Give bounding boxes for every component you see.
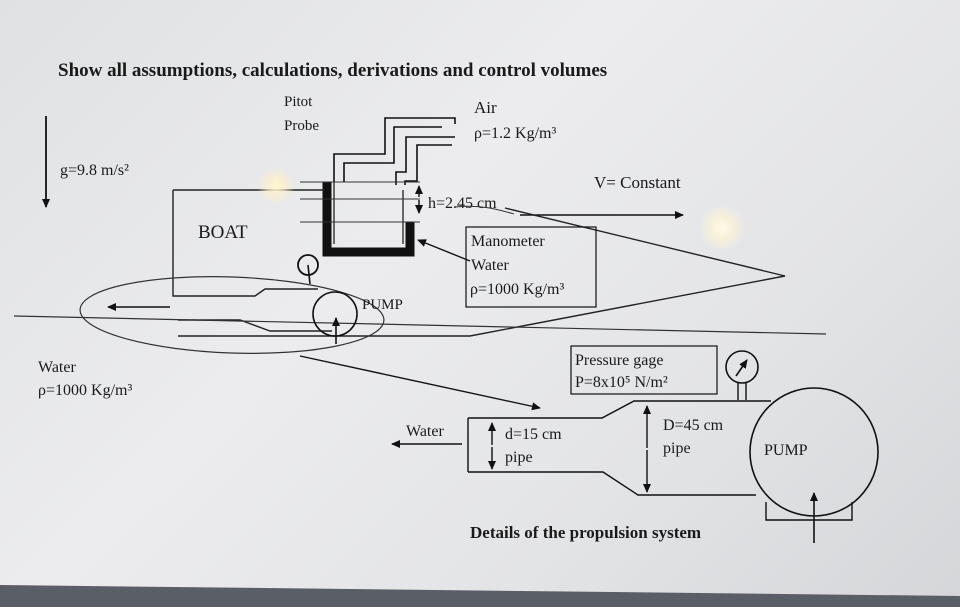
- photo-border: [0, 585, 960, 607]
- pressure-gage-needle: [735, 359, 748, 377]
- manometer-box: [465, 226, 597, 308]
- boat-gage-stem: [307, 264, 311, 285]
- h-leader: [454, 205, 515, 215]
- boat-hull-stern: [172, 190, 318, 297]
- D-pipe-label: pipe: [663, 440, 691, 457]
- pressure-value-label: P=8x10⁵ N/m²: [575, 374, 668, 391]
- air-density-label: ρ=1.2 Kg/m³: [474, 125, 556, 142]
- d-pipe-label: pipe: [505, 449, 533, 466]
- pitot-label-2: Probe: [284, 118, 319, 134]
- boat-gage-icon: [297, 254, 319, 276]
- outlet-water-label: Water: [406, 423, 444, 440]
- manometer-density-label: ρ=1000 Kg/m³: [470, 281, 564, 298]
- boat-label: BOAT: [198, 222, 248, 243]
- pressure-gage-box: [570, 345, 718, 395]
- water-density-label: ρ=1000 Kg/m³: [38, 382, 132, 399]
- water-surface: [13, 315, 827, 335]
- boat-bow: [178, 207, 786, 337]
- caption: Details of the propulsion system: [470, 523, 701, 542]
- pitot-probe: [333, 117, 456, 185]
- detail-pump-base: [765, 502, 853, 521]
- manometer-tube: [300, 181, 420, 257]
- pipe-assembly: [467, 400, 771, 496]
- manometer-label: Manometer: [471, 233, 545, 250]
- h-label: h=2.45 cm: [428, 195, 497, 212]
- detail-callout-arrow: [299, 355, 541, 411]
- gravity-label: g=9.8 m/s²: [60, 162, 129, 179]
- d-label: d=15 cm: [505, 426, 562, 443]
- pressure-gage-label: Pressure gage: [575, 352, 663, 369]
- velocity-label: V= Constant: [594, 173, 681, 192]
- air-label: Air: [474, 98, 497, 117]
- D-label: D=45 cm: [663, 417, 724, 434]
- boat-pump-label: PUMP: [362, 297, 403, 313]
- heading: Show all assumptions, calculations, deri…: [58, 60, 607, 81]
- control-volume: [79, 276, 385, 354]
- boat-pump-circle: [312, 291, 358, 337]
- water-label: Water: [38, 359, 76, 376]
- pressure-gage-icon: [725, 350, 759, 384]
- detail-pump-label: PUMP: [764, 442, 808, 459]
- manometer-fluid-label: Water: [471, 257, 509, 274]
- pitot-label-1: Pitot: [284, 94, 313, 110]
- manometer-pointer: [417, 239, 471, 262]
